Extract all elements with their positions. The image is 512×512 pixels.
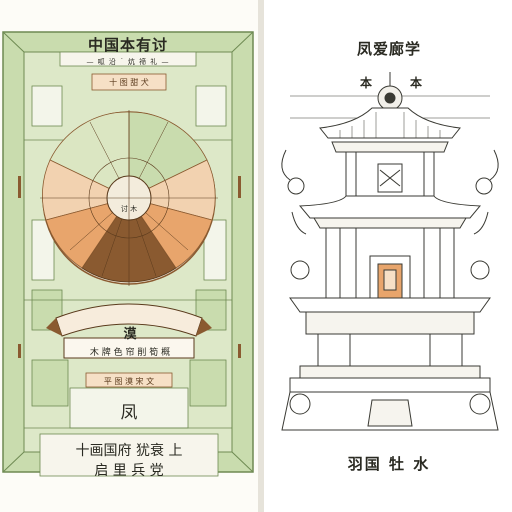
right-page-title: 凤爱廊学	[356, 40, 421, 58]
roof-label-right: 本	[409, 76, 422, 90]
right-page-caption: 羽国 牡 水	[347, 455, 431, 473]
left-footer-line-2: 启 里 兵 党	[94, 463, 164, 479]
wind-character: 凤	[120, 403, 138, 423]
book-gutter	[258, 0, 264, 512]
lower-band-label: 平 图 漠 宋 文	[103, 377, 155, 386]
compass-hub-label: 讨 木	[120, 205, 138, 213]
left-footer-line-1: 十画国府 犹衰 上	[75, 443, 183, 459]
roof-label-left: 本	[359, 76, 372, 90]
top-band-label: 十 图 甜 犬	[109, 78, 149, 87]
left-page-title: 中国本有讨	[87, 36, 168, 54]
ribbon-character: 漠	[123, 327, 137, 342]
left-page-subtitle: — 呱 沿 ˙ 炕 禘 礼 —	[86, 58, 170, 66]
ribbon-text: 木 牌 色 帘 削 筍 概	[89, 348, 171, 358]
